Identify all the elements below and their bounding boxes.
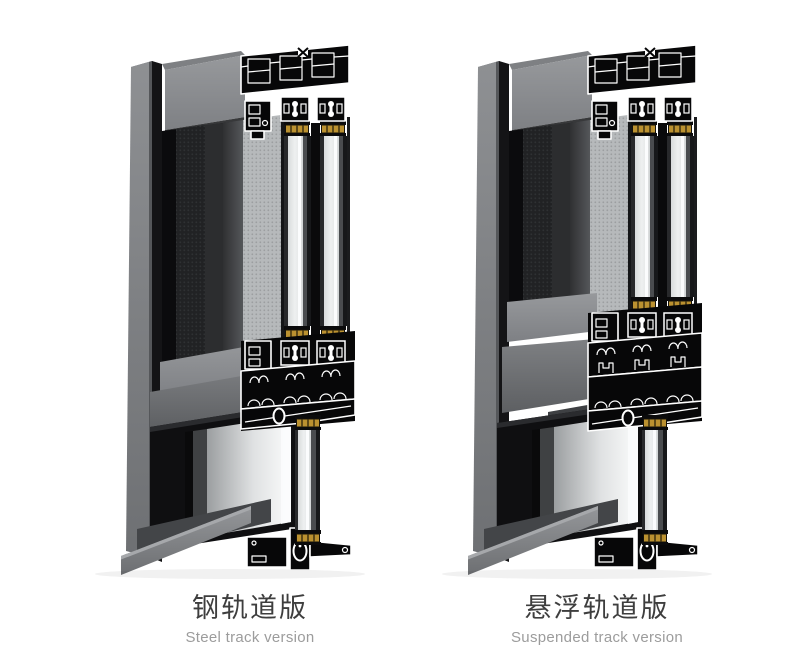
caption-title-zh: 悬浮轨道版 bbox=[524, 593, 670, 623]
middle-profile-section bbox=[240, 331, 356, 431]
caption-title-zh: 钢轨道版 bbox=[192, 593, 308, 623]
lower-glass-pane bbox=[642, 415, 668, 545]
suspended-track-render bbox=[442, 25, 712, 579]
mesh-screen-panels bbox=[509, 115, 632, 333]
top-frame-head bbox=[509, 51, 592, 134]
caption-suspended-track: 悬浮轨道版 Suspended track version bbox=[402, 593, 792, 646]
figure-suspended-track bbox=[402, 25, 722, 580]
glass-pane-a bbox=[630, 120, 658, 313]
glass-pane-a bbox=[283, 120, 311, 342]
middle-profile-section bbox=[587, 303, 703, 432]
steel-track-render bbox=[95, 25, 365, 579]
top-frame-head bbox=[162, 51, 245, 134]
caption-steel-track: 钢轨道版 Steel track version bbox=[55, 593, 445, 646]
upper-glass-panes bbox=[630, 117, 697, 313]
glass-pane-b bbox=[666, 120, 694, 313]
figure-steel-track bbox=[55, 25, 375, 580]
lower-glass-pane bbox=[295, 415, 321, 545]
mesh-screen-panels bbox=[162, 115, 285, 365]
ground-shadow bbox=[95, 569, 365, 579]
upper-glass-panes bbox=[283, 117, 350, 342]
ground-shadow bbox=[442, 569, 712, 579]
caption-subtitle-en: Suspended track version bbox=[511, 629, 683, 647]
caption-subtitle-en: Steel track version bbox=[185, 629, 315, 647]
glass-pane-b bbox=[319, 120, 347, 342]
